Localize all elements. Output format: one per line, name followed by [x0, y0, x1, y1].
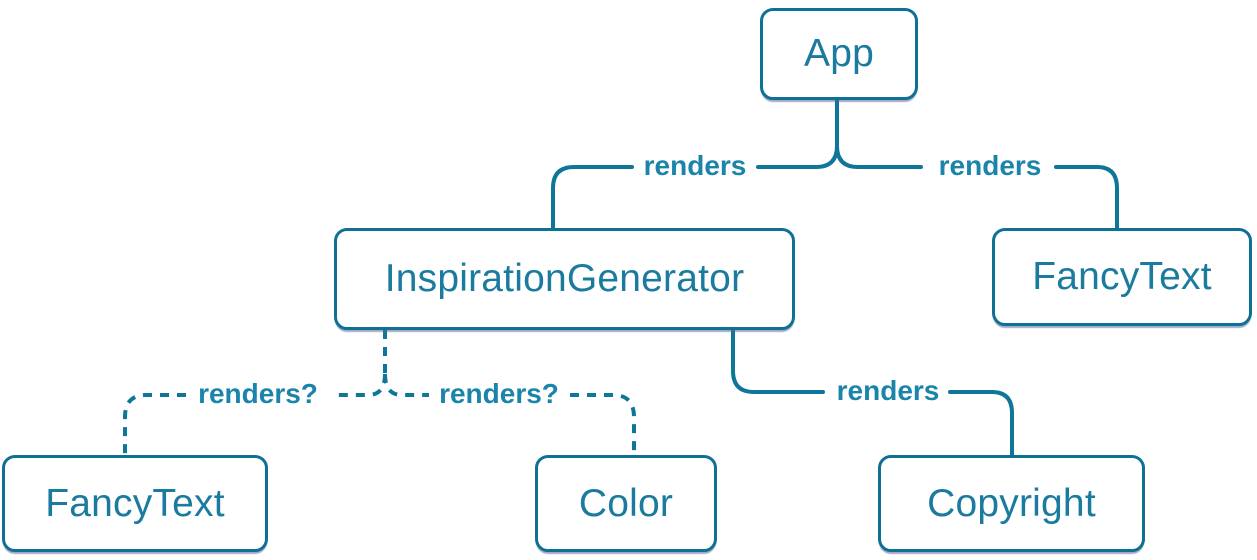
node-fancy-text-top-label: FancyText	[1032, 255, 1212, 298]
node-inspiration-generator-label: InspirationGenerator	[384, 257, 745, 300]
node-app-label: App	[804, 32, 874, 75]
node-color-label: Color	[578, 481, 674, 525]
edge-inspiration-generator-to-copyright-line	[731, 328, 1014, 457]
node-fancy-text-bottom: FancyText	[2, 455, 268, 552]
node-color: Color	[535, 455, 717, 552]
node-fancy-text-bottom-label: FancyText	[45, 481, 225, 525]
edge-label-app-renders-fancy-text: renders	[938, 150, 1042, 181]
node-copyright: Copyright	[878, 455, 1145, 552]
edge-label-inspiration-generator-renders-color: renders?	[439, 378, 559, 409]
node-app: App	[760, 8, 918, 100]
edge-app-to-fancy-text-line	[835, 144, 1119, 230]
edge-label-app-renders-inspiration-generator: renders	[643, 150, 747, 181]
edge-inspiration-generator-to-color-line	[383, 373, 636, 455]
edge-label-inspiration-generator-renders-fancy-text: renders?	[198, 378, 318, 409]
edge-label-inspiration-generator-renders-copyright: renders	[836, 375, 940, 406]
node-copyright-label: Copyright	[927, 481, 1096, 525]
node-inspiration-generator: InspirationGenerator	[334, 228, 795, 330]
node-fancy-text-top: FancyText	[992, 228, 1252, 326]
